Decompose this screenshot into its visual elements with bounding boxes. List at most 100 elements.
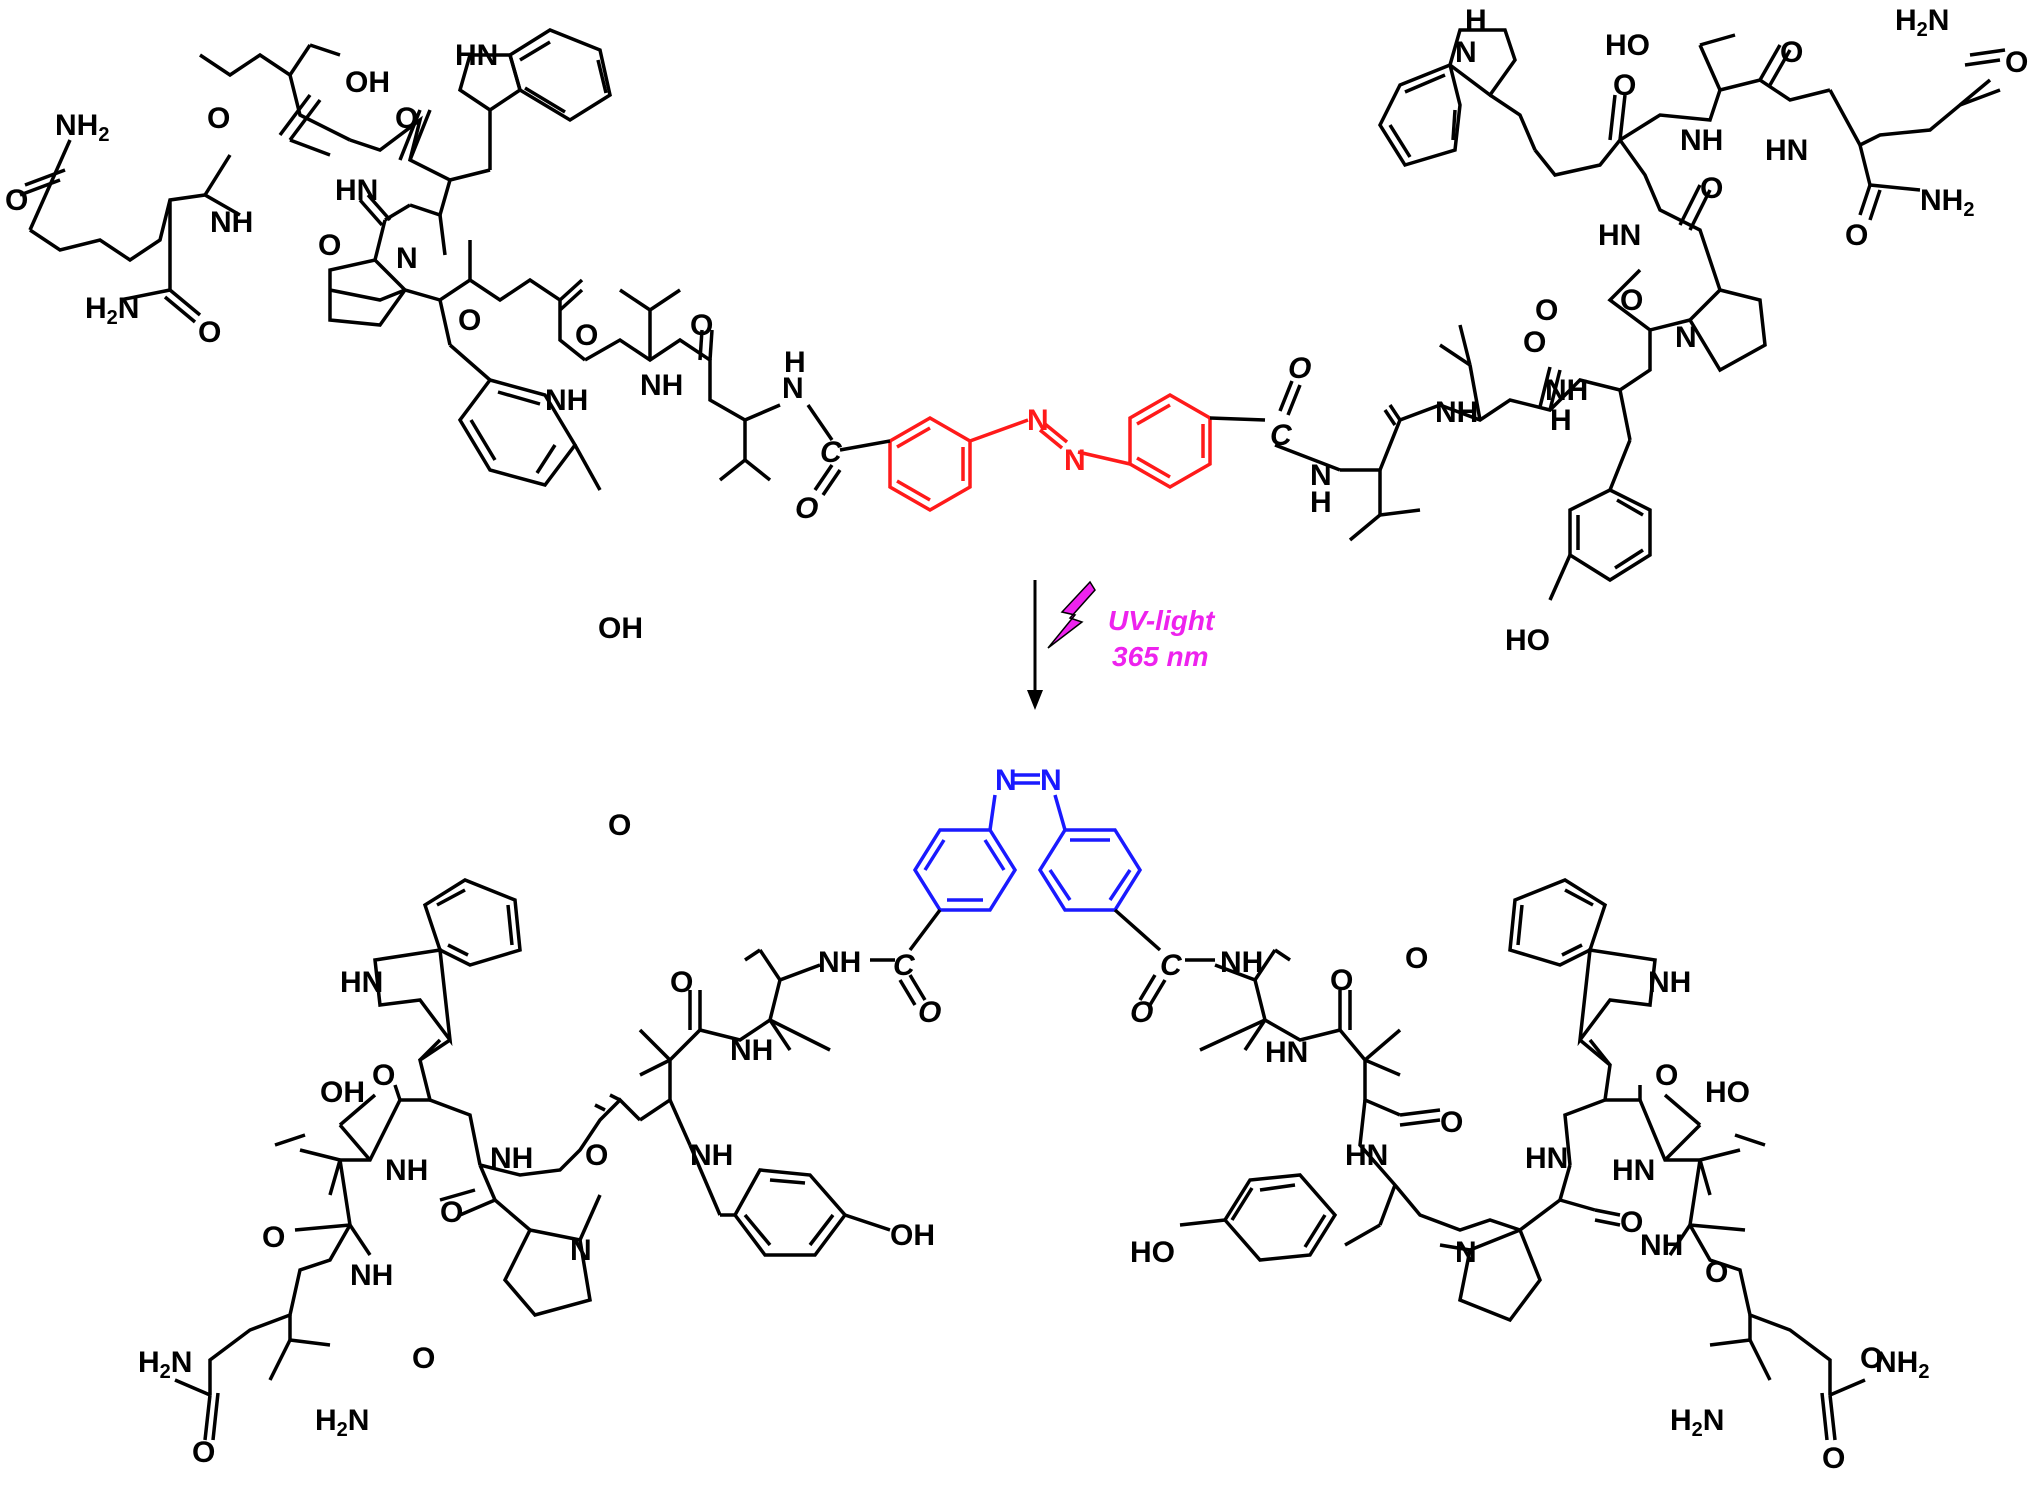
n-label: N — [570, 1234, 592, 1267]
left-indole-benzene — [507, 28, 612, 123]
right-peptide-chain — [1179, 878, 1866, 1441]
nh-label: NH — [1640, 1229, 1683, 1262]
left-indole-benzene — [422, 878, 522, 967]
h-label: H — [1550, 404, 1572, 437]
right-indole-benzene — [1508, 878, 1608, 967]
h2n-label: H2N — [315, 1404, 369, 1441]
uv-light-label: UV-light — [1108, 605, 1216, 636]
right-pyrrolidine-ring — [1457, 1227, 1542, 1323]
hn-label: HN — [1265, 1036, 1308, 1069]
o-label: O — [1523, 326, 1546, 359]
o-label: O — [198, 316, 221, 349]
left-indole-pyrrole — [373, 947, 453, 1047]
cis-isomer: N N C O NH C O NH — [138, 764, 1929, 1475]
o-label: O — [575, 319, 598, 352]
o-label: O — [1700, 172, 1723, 205]
left-peptide-chain — [174, 878, 891, 1441]
left-peptide-chain — [19, 28, 781, 491]
n-label: N — [1675, 321, 1697, 354]
h2n-label: H2N — [1895, 4, 1949, 41]
o-label: O — [192, 1436, 215, 1469]
oh-label: OH — [345, 66, 390, 99]
o-label: O — [1330, 964, 1353, 997]
cis-azobenzene-core — [912, 773, 1143, 912]
hn-label: HN — [335, 174, 378, 207]
right-benzene-ring — [1128, 392, 1212, 490]
o-label: O — [1860, 1342, 1883, 1375]
azo-n-right-label: N — [1040, 764, 1062, 797]
nh2-label: NH2 — [1875, 1346, 1929, 1383]
o-label: O — [207, 102, 230, 135]
right-indole-pyrrole — [1577, 947, 1657, 1047]
o-label: O — [318, 229, 341, 262]
ho-label: HO — [1130, 1236, 1175, 1269]
hn-label: HN — [1598, 219, 1641, 252]
h2n-label: H2N — [1670, 1404, 1724, 1441]
azo-n-right-label: N — [1064, 444, 1086, 477]
o-label: O — [1780, 36, 1803, 69]
carbonyl-c-label: C — [893, 949, 916, 982]
hn-label: HN — [1345, 1139, 1388, 1172]
amide-h-label: H — [1310, 486, 1332, 519]
ho-label: HO — [1505, 624, 1550, 657]
hn-label: HN — [1765, 134, 1808, 167]
h-label: H — [1465, 4, 1487, 37]
nh-label: NH — [690, 1139, 733, 1172]
o-label: O — [440, 1196, 463, 1229]
oh-label: OH — [890, 1219, 935, 1252]
n-label: N — [1455, 1236, 1477, 1269]
ho-label: HO — [1705, 1076, 1750, 1109]
left-pyrrolidine-ring — [502, 1228, 592, 1317]
o-label: O — [262, 1221, 285, 1254]
left-benzene-ring — [888, 415, 972, 513]
o-label: O — [1705, 1256, 1728, 1289]
nh2-label: NH2 — [1920, 184, 1974, 221]
right-benzene-ring — [1037, 828, 1143, 912]
o-label: O — [670, 966, 693, 999]
oh-label: OH — [598, 612, 643, 645]
oh-label: OH — [320, 1076, 365, 1109]
right-peptide-chain — [1340, 28, 2006, 601]
carbonyl-c-label: C — [820, 436, 843, 469]
o-label: O — [585, 1139, 608, 1172]
hn-label: HN — [455, 39, 498, 72]
nh-label: NH — [545, 384, 588, 417]
o-label: O — [412, 1342, 435, 1375]
nh-label: NH — [1648, 966, 1691, 999]
nh-label: NH — [1435, 396, 1478, 429]
o-label: O — [458, 304, 481, 337]
o-label: O — [372, 1059, 395, 1092]
o-label: O — [1620, 1206, 1643, 1239]
ho-label: HO — [1605, 29, 1650, 62]
azo-n-left-label: N — [995, 764, 1017, 797]
right-pyrrolidine-ring — [1687, 288, 1767, 373]
left-pyrrolidine-ring — [328, 258, 408, 327]
nh-label: NH — [730, 1034, 773, 1067]
h2n-label: H2N — [85, 292, 139, 329]
nh-label: NH — [385, 1154, 428, 1187]
o-label: O — [395, 102, 418, 135]
o-label: O — [1620, 284, 1643, 317]
trans-isomer: N N C O N H C O N H — [5, 4, 2028, 657]
o-label: O — [1845, 219, 1868, 252]
carbonyl-o-label: O — [795, 492, 818, 525]
reaction-arrow — [1027, 580, 1043, 710]
o-label: O — [1405, 942, 1428, 975]
hn-label: HN — [1525, 1142, 1568, 1175]
lightning-bolt-icon — [1047, 580, 1096, 649]
nh-label: NH — [1680, 124, 1723, 157]
o-label: O — [1613, 69, 1636, 102]
azo-n-left-label: N — [1027, 404, 1049, 437]
n-label: N — [396, 242, 418, 275]
nh-label: NH — [1545, 374, 1588, 407]
right-phenol-ring — [1568, 488, 1652, 583]
carbonyl-c-label: C — [1270, 419, 1293, 452]
nh-label: NH — [210, 206, 253, 239]
amide-n-label: N — [782, 372, 804, 405]
carbonyl-o-label: O — [1130, 996, 1153, 1029]
nh-label: NH — [490, 1142, 533, 1175]
left-indole-pyrrole — [457, 53, 523, 113]
o-label: O — [690, 309, 713, 342]
nh2-label: NH2 — [55, 109, 109, 146]
